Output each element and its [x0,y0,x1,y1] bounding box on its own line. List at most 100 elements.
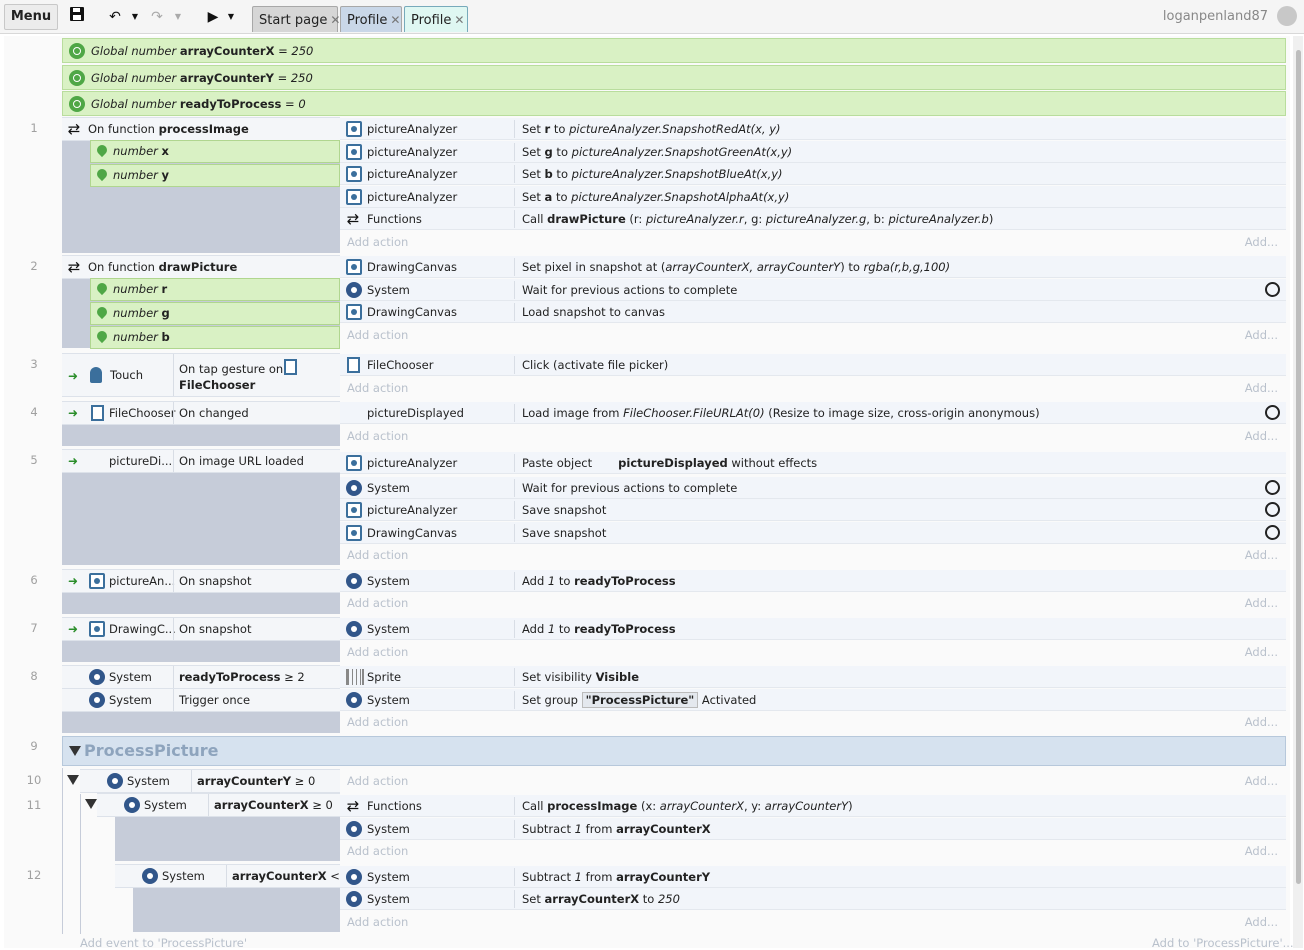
close-icon[interactable]: ✕ [330,13,341,27]
add-action-row[interactable]: Add action Add... [340,324,1286,346]
condition-row[interactable]: System readyToProcess ≥ 2 [62,665,340,689]
add-action-link[interactable]: Add action [347,596,409,610]
add-link[interactable]: Add... [1244,548,1278,562]
add-action-row[interactable]: Add action Add... [340,911,1286,933]
add-link[interactable]: Add... [1244,328,1278,342]
trigger-condition[interactable]: ➜ FileChooser On changed [62,401,340,425]
add-event-link[interactable]: Add event to 'ProcessPicture' [80,936,248,950]
add-link[interactable]: Add... [1244,645,1278,659]
add-action-link[interactable]: Add action [347,548,409,562]
add-action-row[interactable]: Add action Add... [340,711,1286,733]
event-number: 2 [30,259,38,273]
add-action-row[interactable]: Add action Add... [340,592,1286,614]
tab-profile[interactable]: Profile✕ [340,6,402,32]
add-link[interactable]: Add... [1244,235,1278,249]
add-action-link[interactable]: Add action [347,774,409,788]
collapse-triangle-icon[interactable] [69,746,81,756]
add-action-link[interactable]: Add action [347,915,409,929]
user-name[interactable]: loganpenland87 [1162,9,1268,24]
add-action-link[interactable]: Add action [347,381,409,395]
menu-button[interactable]: Menu [4,4,58,30]
add-action-row[interactable]: Add action Add... [340,425,1286,447]
global-variable[interactable]: Global number arrayCounterX = 250 [62,38,1286,63]
add-link[interactable]: Add... [1244,774,1278,788]
close-icon[interactable]: ✕ [454,13,465,27]
add-link[interactable]: Add... [1244,596,1278,610]
trigger-condition[interactable]: ➜ pictureAn... On snapshot [62,569,340,593]
play-dropdown-icon[interactable]: ▼ [227,12,235,21]
add-link[interactable]: Add... [1244,429,1278,443]
play-icon[interactable]: ▶ [207,9,219,25]
redo-icon[interactable]: ↷ [151,9,163,25]
trigger-condition[interactable]: ➜ Touch On tap gesture on FileChooser [62,353,340,397]
add-action-link[interactable]: Add action [347,235,409,249]
avatar[interactable] [1277,6,1297,26]
condition-row[interactable]: System arrayCounterX < 0 [115,864,340,888]
tab-profile-active[interactable]: Profile✕ [404,6,468,32]
trigger-condition[interactable]: ➜ pictureDi... On image URL loaded [62,449,340,473]
function-condition[interactable]: ⇄On function processImage [62,117,340,141]
add-action-row[interactable]: Add action Add... [340,641,1286,663]
function-parameter[interactable]: number r [90,278,340,301]
scrollbar-thumb[interactable] [1296,50,1301,884]
add-action-row[interactable]: Add action Add... [340,231,1286,253]
function-parameter[interactable]: number y [90,164,340,187]
function-parameter[interactable]: number x [90,140,340,163]
add-link[interactable]: Add... [1244,381,1278,395]
add-action-row[interactable]: Add action Add... [340,377,1286,399]
global-variable[interactable]: Global number arrayCounterY = 250 [62,65,1286,90]
save-icon[interactable] [66,6,88,28]
add-action-row[interactable]: Add action Add... [340,544,1286,566]
function-condition[interactable]: ⇄On function drawPicture [62,255,340,279]
collapse-triangle-icon[interactable] [85,799,97,809]
condition-row[interactable]: System arrayCounterY ≥ 0 [80,769,340,793]
add-action-link[interactable]: Add action [347,328,409,342]
global-variable[interactable]: Global number readyToProcess = 0 [62,91,1286,116]
add-action-row[interactable]: Add action Add... [340,840,1286,862]
add-action-link[interactable]: Add action [347,645,409,659]
close-icon[interactable]: ✕ [390,13,401,27]
trigger-condition[interactable]: ➜ DrawingC... On snapshot [62,617,340,641]
collapse-triangle-icon[interactable] [67,775,79,785]
condition-row[interactable]: System arrayCounterX ≥ 0 [97,793,340,817]
redo-dropdown-icon[interactable]: ▼ [174,12,182,21]
add-link[interactable]: Add... [1244,844,1278,858]
add-action-link[interactable]: Add action [347,844,409,858]
add-action-link[interactable]: Add action [347,715,409,729]
tab-label: Profile [411,13,452,28]
function-parameter[interactable]: number g [90,302,340,325]
add-link[interactable]: Add... [1244,915,1278,929]
event-group[interactable]: ProcessPicture [62,736,1286,766]
undo-dropdown-icon[interactable]: ▼ [131,12,139,21]
add-action-link[interactable]: Add action [347,429,409,443]
add-action-row[interactable]: Add action Add... [340,770,1286,792]
tab-start-page[interactable]: Start page✕ [252,6,341,32]
add-link[interactable]: Add... [1244,715,1278,729]
undo-icon[interactable]: ↶ [109,9,121,25]
function-parameter[interactable]: number b [90,326,340,349]
condition-row[interactable]: System Trigger once [62,688,340,712]
add-to-group-link[interactable]: Add to 'ProcessPicture'... [1152,936,1294,950]
